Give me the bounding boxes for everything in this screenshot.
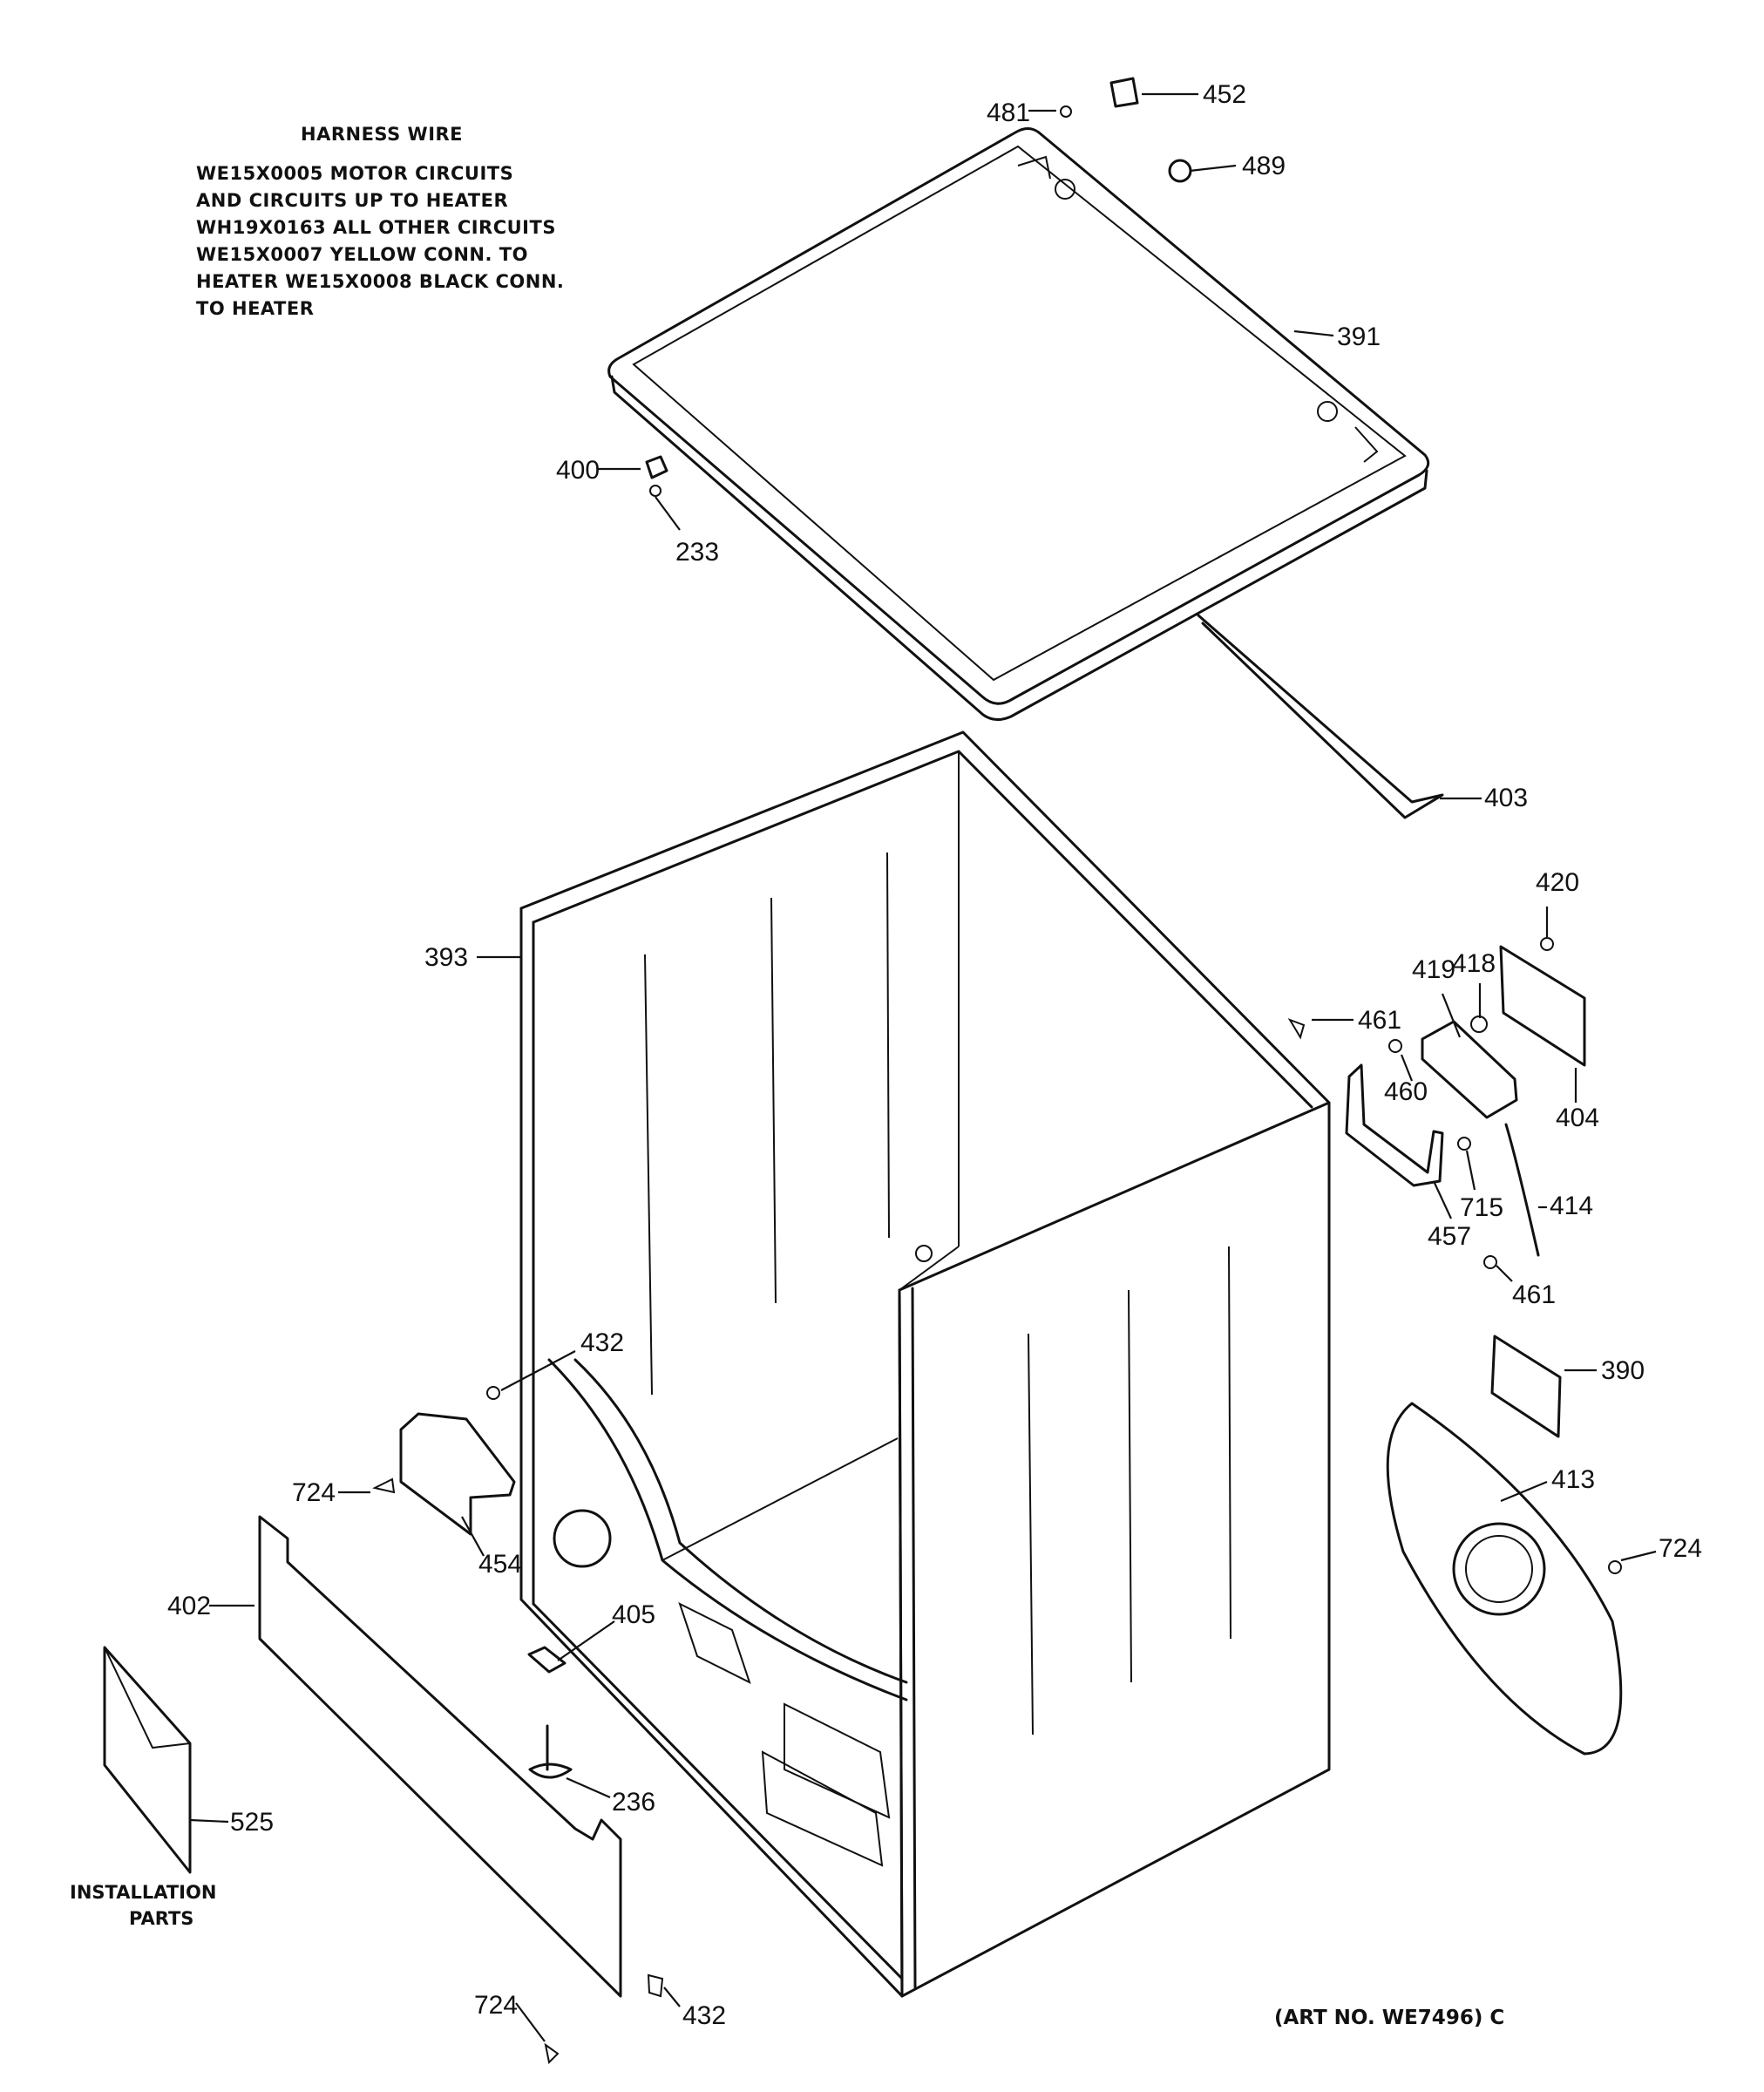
harness-note-line: HEATER WE15X0008 BLACK CONN. — [196, 271, 565, 292]
strip-403 — [1197, 614, 1444, 819]
harness-note-line: AND CIRCUITS UP TO HEATER — [196, 190, 509, 211]
part-label-489: 489 — [1242, 152, 1286, 180]
part-label-724-right: 724 — [1659, 1534, 1702, 1563]
part-number-labels: 481 452 489 391 400 233 403 393 420 419 … — [167, 80, 1702, 2030]
bracket-457 — [1345, 1063, 1444, 1187]
harness-wire-note: WE15X0005 MOTOR CIRCUITS AND CIRCUITS UP… — [196, 160, 564, 323]
part-label-418: 418 — [1452, 949, 1496, 978]
part-label-457: 457 — [1428, 1222, 1471, 1251]
part-label-413: 413 — [1551, 1465, 1595, 1494]
part-label-452: 452 — [1203, 80, 1246, 109]
hardware-screws — [372, 77, 1622, 2065]
strip-414 — [1504, 1123, 1540, 1257]
part-label-481: 481 — [987, 98, 1030, 127]
part-label-724-bottom: 724 — [474, 1991, 518, 2020]
cover-plate-404 — [1499, 945, 1586, 1067]
part-label-525: 525 — [230, 1808, 274, 1837]
toe-panel-402 — [258, 1515, 622, 1998]
part-label-405: 405 — [612, 1600, 655, 1629]
part-label-404: 404 — [1556, 1104, 1599, 1132]
part-label-391: 391 — [1337, 323, 1381, 351]
harness-note-line: WE15X0007 YELLOW CONN. TO — [196, 244, 528, 265]
harness-note-line: TO HEATER — [196, 298, 315, 319]
harness-note-line: WH19X0163 ALL OTHER CIRCUITS — [196, 217, 556, 238]
installation-parts-line1: INSTALLATION — [70, 1882, 216, 1903]
part-label-414: 414 — [1550, 1192, 1593, 1220]
bracket-454 — [399, 1412, 516, 1536]
part-label-461-lower: 461 — [1512, 1280, 1556, 1309]
rear-panel-opening — [1452, 1522, 1546, 1616]
part-label-461-upper: 461 — [1358, 1006, 1401, 1035]
part-label-420: 420 — [1536, 868, 1579, 897]
part-label-400: 400 — [556, 456, 600, 485]
cabinet — [519, 730, 1331, 1998]
part-label-233: 233 — [675, 538, 719, 567]
art-number: (ART NO. WE7496) C — [1274, 2007, 1504, 2029]
clip-405 — [527, 1646, 567, 1674]
part-label-403: 403 — [1484, 784, 1528, 812]
part-label-432-upper: 432 — [580, 1328, 624, 1357]
plate-390 — [1490, 1335, 1562, 1438]
harness-wire-title: HARNESS WIRE — [301, 124, 464, 145]
rear-panel-413 — [1386, 1402, 1623, 1756]
part-label-432-lower: 432 — [682, 2001, 726, 2030]
top-panel — [607, 127, 1430, 721]
part-label-724-left: 724 — [292, 1478, 336, 1507]
part-label-393: 393 — [424, 943, 468, 972]
installation-envelope-525 — [103, 1646, 192, 1874]
leveling-leg-236 — [528, 1724, 573, 1779]
leader-lines — [189, 92, 1657, 2042]
part-label-454: 454 — [478, 1550, 522, 1579]
part-label-236: 236 — [612, 1788, 655, 1817]
harness-note-line: WE15X0005 MOTOR CIRCUITS — [196, 163, 514, 184]
terminal-block-419 — [1421, 1020, 1518, 1119]
part-label-715: 715 — [1460, 1193, 1503, 1222]
installation-parts-line2: PARTS — [129, 1908, 193, 1929]
part-label-390: 390 — [1601, 1356, 1645, 1385]
part-label-402: 402 — [167, 1592, 211, 1620]
part-label-460: 460 — [1384, 1077, 1428, 1106]
part-label-419: 419 — [1412, 955, 1455, 984]
